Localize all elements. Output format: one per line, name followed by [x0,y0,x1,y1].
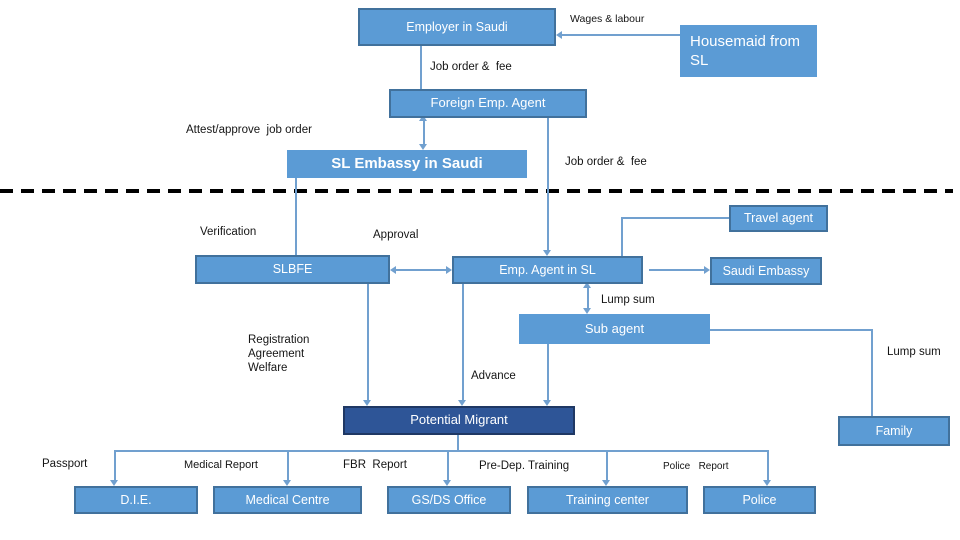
arrowhead-into-emp-agent-top [543,250,551,256]
arrowhead-into-training-center [602,480,610,486]
connector-slbfe-to-emp-agent [396,269,446,271]
arrowhead-into-potential-migrant-left [363,400,371,406]
connector-drop-gsds-office [447,450,449,480]
arrowhead-into-emp-agent-left [446,266,452,274]
arrowhead-into-foreign-agent [419,115,427,121]
label-job-order-fee-right: Job order & fee [565,156,647,168]
label-wages-and-labour: Wages & labour [570,13,645,25]
arrowhead-into-employer [556,31,562,39]
box-family: Family [838,416,950,446]
connector-housemaid-to-employer [562,34,680,36]
arrowhead-into-potential-migrant-right [543,400,551,406]
connector-sl-embassy-to-slbfe [295,178,297,255]
arrowhead-into-saudi-embassy [704,266,710,274]
connector-potential-migrant-trunk [457,433,459,451]
label-approval: Approval [373,229,419,241]
connector-emp-agent-to-sub-agent [587,288,589,309]
country-divider-dashed-line [0,189,953,193]
connector-employer-to-foreign-agent [420,46,422,89]
label-police-report: Police Report [663,461,729,472]
box-gsds-office: GS/DS Office [387,486,511,514]
arrowhead-into-sub-agent [583,308,591,314]
connector-emp-agent-to-travel-agent-vertical [621,218,623,256]
connector-emp-agent-to-saudi-embassy [649,269,705,271]
connector-emp-agent-to-potential-migrant [462,284,464,400]
connector-drop-medical-centre [287,450,289,480]
label-advance: Advance [471,370,516,382]
box-police: Police [703,486,816,514]
label-registration-agreement-welfare: Registration Agreement Welfare [248,334,310,374]
box-medical-centre: Medical Centre [213,486,362,514]
label-medical-report: Medical Report [184,459,258,471]
arrowhead-into-sl-embassy [419,144,427,150]
connector-sub-agent-to-potential-migrant [547,344,549,400]
arrowhead-into-emp-agent-bottom [583,282,591,288]
box-potential-migrant: Potential Migrant [343,406,575,435]
connector-slbfe-to-potential-migrant [367,284,369,400]
box-housemaid-from-sl: Housemaid from SL [680,25,817,77]
arrowhead-into-potential-migrant-mid [458,400,466,406]
box-die: D.I.E. [74,486,198,514]
arrowhead-into-police [763,480,771,486]
box-slbfe: SLBFE [195,255,390,284]
label-job-order-fee-top: Job order & fee [430,61,512,73]
arrowhead-into-gsds-office [443,480,451,486]
connector-foreign-agent-to-sl-embassy [423,121,425,147]
box-employer-in-saudi: Employer in Saudi [358,8,556,46]
label-pre-dep-training: Pre-Dep. Training [479,460,570,472]
connector-emp-agent-to-travel-agent-horizontal [621,217,729,219]
label-passport: Passport [42,458,88,470]
box-sl-embassy-in-saudi: SL Embassy in Saudi [287,150,527,178]
box-saudi-embassy: Saudi Embassy [710,257,822,285]
label-fbr-report: FBR Report [343,459,407,471]
arrowhead-into-die [110,480,118,486]
box-foreign-emp-agent: Foreign Emp. Agent [389,89,587,118]
arrowhead-into-medical-centre [283,480,291,486]
arrowhead-into-slbfe [390,266,396,274]
connector-drop-die [114,450,116,480]
box-sub-agent: Sub agent [519,314,710,344]
label-attest-approve-job-order: Attest/approve job order [186,124,312,136]
label-verification: Verification [200,226,257,238]
connector-sub-agent-to-family-horizontal [710,329,873,331]
box-emp-agent-in-sl: Emp. Agent in SL [452,256,643,284]
label-lump-sum-mid: Lump sum [601,294,655,306]
connector-sub-agent-to-family-vertical [871,329,873,416]
box-training-center: Training center [527,486,688,514]
label-lump-sum-right: Lump sum [887,346,941,358]
connector-bottom-bus-line [114,450,769,452]
connector-drop-training-center [606,450,608,480]
connector-foreign-agent-to-emp-agent-sl [547,118,549,252]
connector-drop-police [767,450,769,480]
box-travel-agent: Travel agent [729,205,828,232]
